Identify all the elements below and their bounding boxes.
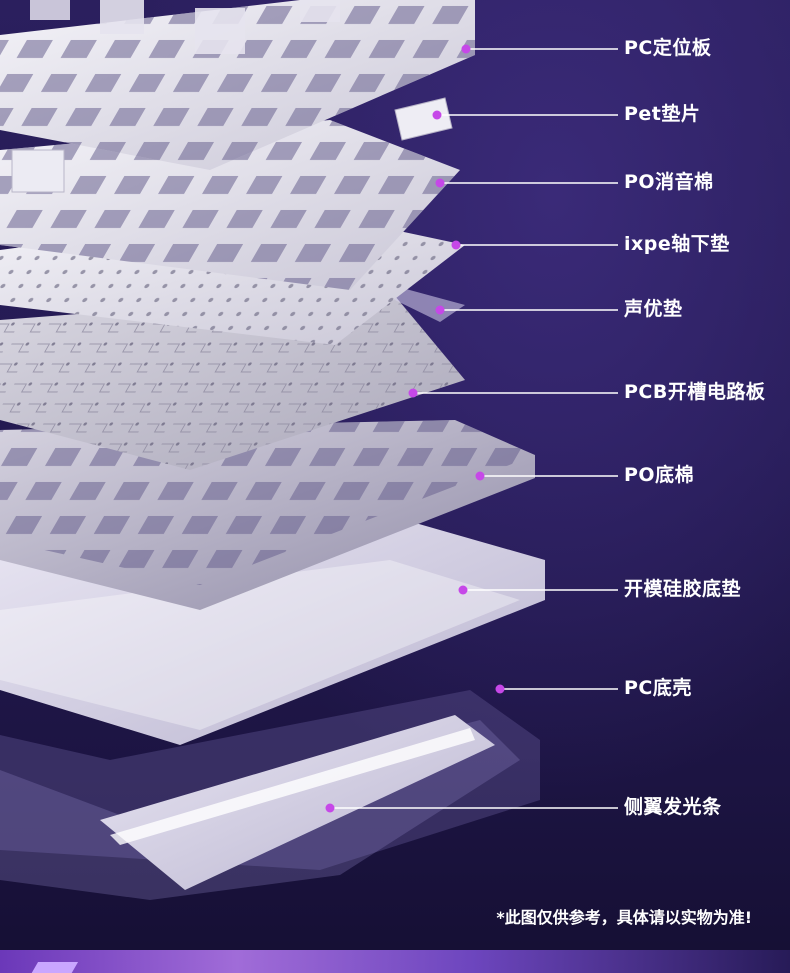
side-light-strip-highlight <box>110 728 475 845</box>
marker-light-strip <box>325 803 335 813</box>
po-foam-holes <box>0 120 460 290</box>
marker-pc-plate <box>461 44 471 54</box>
po-bottom-foam-holes <box>0 420 535 585</box>
leader-lines <box>330 48 618 809</box>
markers <box>325 44 505 813</box>
callout-light-strip: 侧翼发光条 <box>624 796 722 818</box>
bottom-accent-tab <box>29 962 79 973</box>
marker-po-foam <box>435 178 445 188</box>
callout-po-bottom-foam: PO底棉 <box>624 464 695 486</box>
marker-po-bottom-foam <box>475 471 485 481</box>
callout-pet-gasket: Pet垫片 <box>624 103 701 125</box>
callout-silicone-pad: 开模硅胶底垫 <box>624 578 742 600</box>
callout-pcb: PCB开槽电路板 <box>624 381 766 403</box>
bottom-glow-bar <box>0 950 790 973</box>
pc-plate-holes <box>0 0 475 170</box>
gasket-strip-left <box>11 149 65 193</box>
silicone-pad-highlight <box>0 560 520 730</box>
callout-ixpe-pad: ixpe轴下垫 <box>624 233 730 255</box>
marker-pet-gasket <box>432 110 442 120</box>
callout-pc-shell: PC底壳 <box>624 677 692 699</box>
marker-pc-shell <box>495 684 505 694</box>
pcb-circuit-pattern <box>0 290 465 470</box>
pet-gasket-shape <box>394 97 453 141</box>
callout-sound-pad: 声优垫 <box>624 298 683 320</box>
switches-group <box>30 0 340 54</box>
callout-pc-plate: PC定位板 <box>624 37 712 59</box>
marker-sound-pad <box>435 305 445 315</box>
marker-ixpe-pad <box>451 240 461 250</box>
disclaimer-text: *此图仅供参考，具体请以实物为准! <box>496 908 752 927</box>
marker-pcb <box>408 388 418 398</box>
callout-po-foam: PO消音棉 <box>624 171 714 193</box>
marker-silicone-pad <box>458 585 468 595</box>
